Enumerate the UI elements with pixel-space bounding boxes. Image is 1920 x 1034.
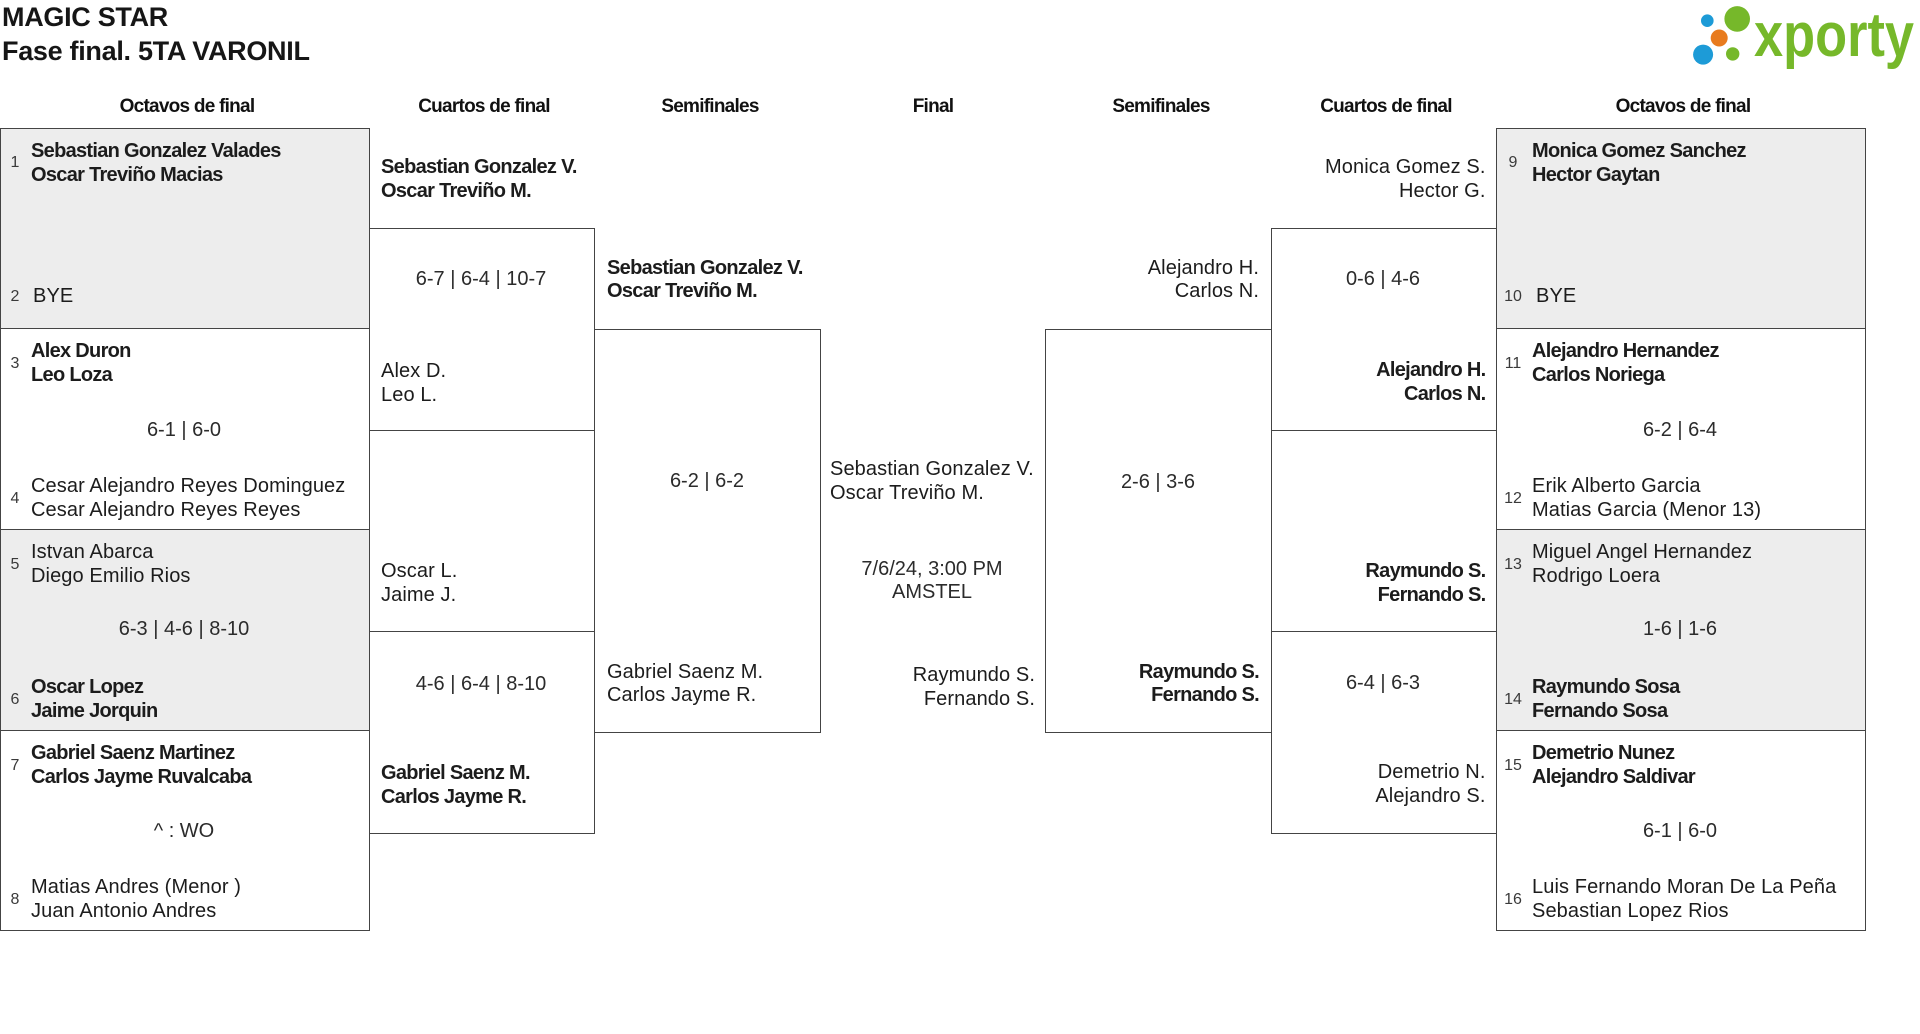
svg-text:xporty: xporty [1754, 1, 1914, 70]
